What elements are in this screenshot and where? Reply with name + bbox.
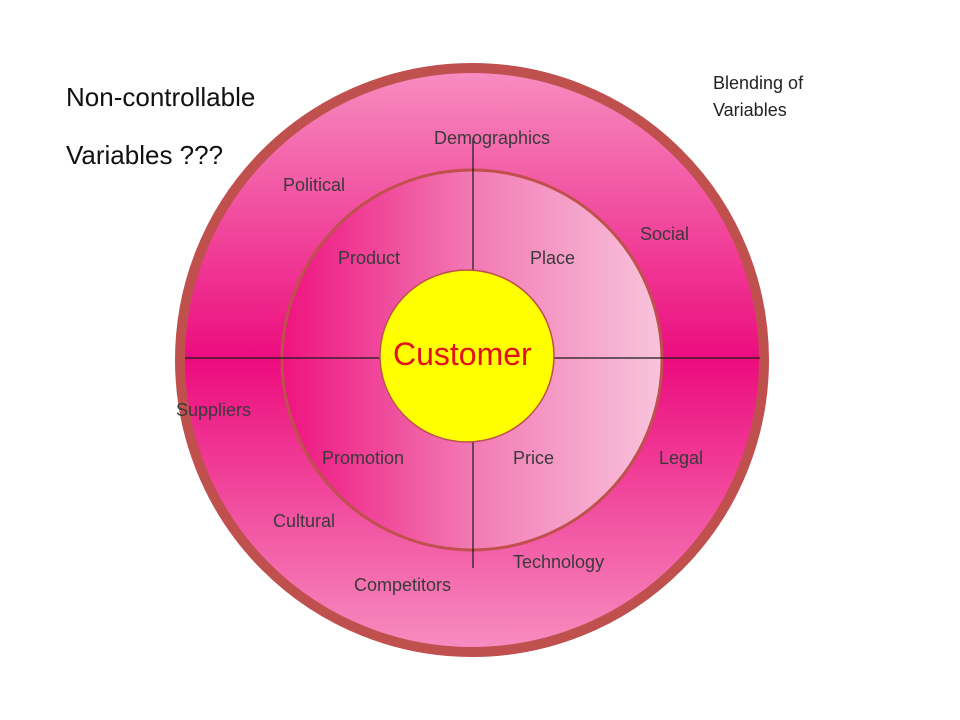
- note-line-2: Variables: [713, 100, 787, 120]
- heading-line-1: Non-controllable: [66, 82, 256, 112]
- product-label: Product: [338, 248, 401, 268]
- social-label: Social: [640, 224, 690, 244]
- note-line-1: Blending of: [713, 73, 804, 93]
- place-label: Place: [530, 248, 576, 268]
- cultural-label: Cultural: [273, 511, 336, 531]
- customer-circle: [379, 269, 555, 443]
- technology-label: Technology: [513, 552, 605, 572]
- legal-label: Legal: [659, 448, 704, 468]
- suppliers-label: Suppliers: [176, 400, 252, 420]
- political-label: Political: [283, 175, 346, 195]
- promotion-label: Promotion: [322, 448, 405, 468]
- demographics-label: Demographics: [434, 128, 551, 148]
- heading-line-2: Variables ???: [66, 140, 224, 170]
- price-label: Price: [513, 448, 555, 468]
- customer-label: Customer: [393, 336, 532, 372]
- competitors-label: Competitors: [354, 575, 452, 595]
